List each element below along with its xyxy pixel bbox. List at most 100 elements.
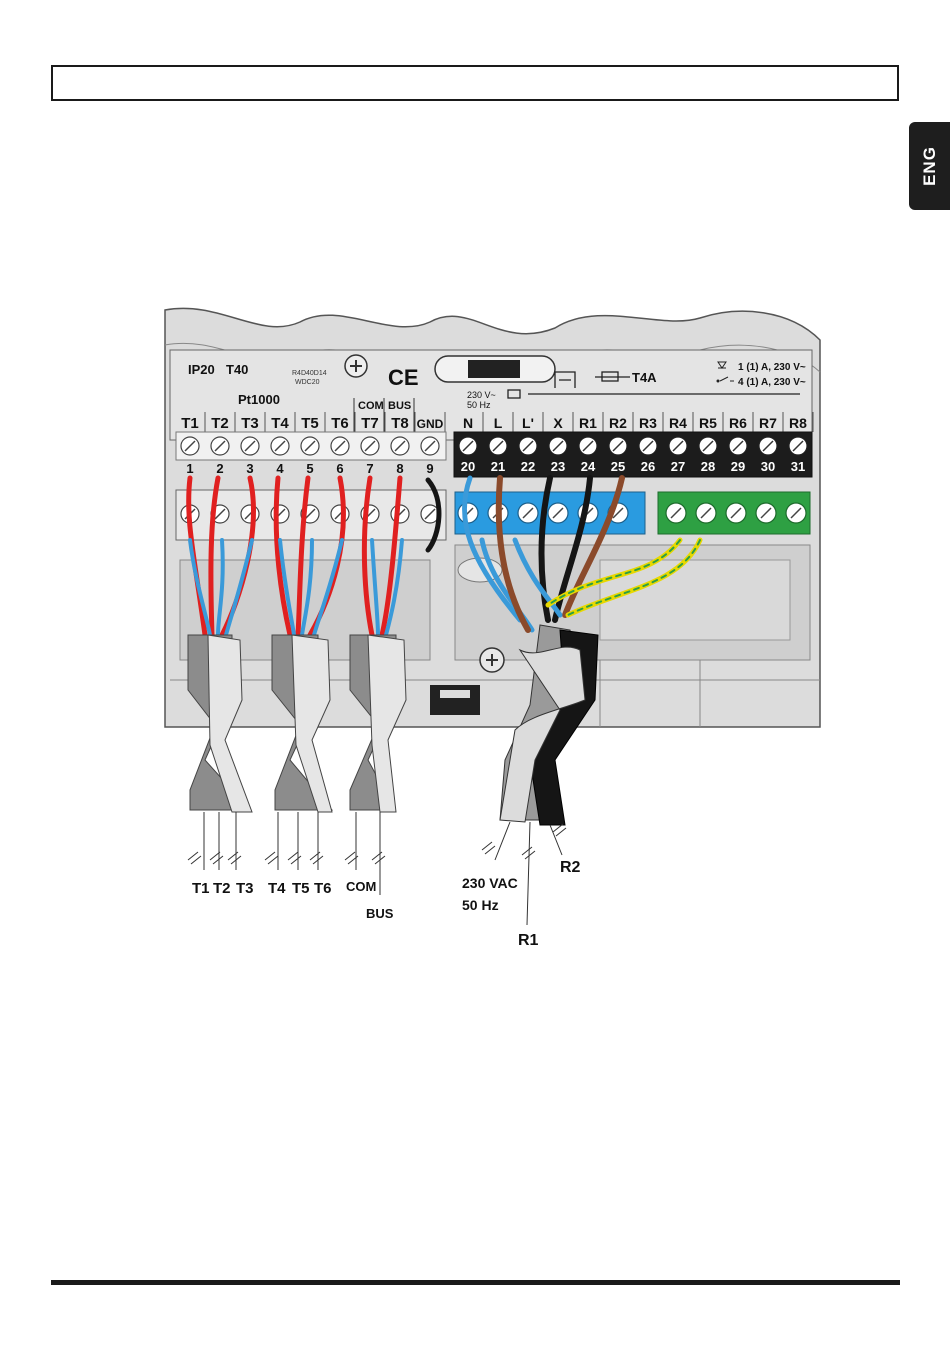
right-terminal-number: 24 xyxy=(581,459,596,474)
terminal-screw-icon[interactable] xyxy=(759,437,777,455)
com-group-label: COM xyxy=(358,400,384,412)
footer-rule xyxy=(51,1280,900,1285)
right-terminal-number: 30 xyxy=(761,459,775,474)
terminal-screw-icon[interactable] xyxy=(361,437,379,455)
supply-small-1: 230 V~ xyxy=(467,390,496,400)
terminal-screw-icon[interactable] xyxy=(211,437,229,455)
left-terminal-number: 2 xyxy=(216,461,223,476)
right-terminal-number: 22 xyxy=(521,459,535,474)
terminal-screw-icon[interactable] xyxy=(756,503,776,523)
terminal-screw-icon[interactable] xyxy=(726,503,746,523)
model-code-1: R4D40D14 xyxy=(292,370,327,377)
terminal-screw-icon[interactable] xyxy=(518,503,538,523)
cable-entry-slot xyxy=(430,685,480,715)
terminal-screw-icon[interactable] xyxy=(549,437,567,455)
terminal-screw-icon[interactable] xyxy=(181,437,199,455)
left-terminal-name: T3 xyxy=(241,415,259,432)
right-terminal-number: 25 xyxy=(611,459,625,474)
cable-label-r1: R1 xyxy=(518,932,539,949)
left-terminal-number: 8 xyxy=(396,461,403,476)
terminal-screw-icon[interactable] xyxy=(331,437,349,455)
right-terminal-number: 20 xyxy=(461,459,475,474)
right-terminal-number: 29 xyxy=(731,459,745,474)
right-terminal-number: 21 xyxy=(491,459,505,474)
rating-2: 4 (1) A, 230 V~ xyxy=(738,377,806,388)
left-terminal-names: T1T2T3T4T5T6T7T8GND xyxy=(181,412,445,432)
left-terminal-number: 1 xyxy=(186,461,193,476)
left-terminal-name: T1 xyxy=(181,415,199,432)
left-terminal-name: T6 xyxy=(331,415,349,432)
cable-label-com: COM xyxy=(346,879,376,894)
fuse-rating: T4A xyxy=(632,370,657,385)
left-terminal-name: T5 xyxy=(301,415,319,432)
terminal-screw-icon[interactable] xyxy=(669,437,687,455)
cable-label-t4: T4 xyxy=(268,880,286,897)
ce-mark: CE xyxy=(388,365,419,390)
terminal-screw-icon[interactable] xyxy=(639,437,657,455)
lower-left-terminal-screws xyxy=(181,505,439,523)
terminal-screw-icon[interactable] xyxy=(729,437,747,455)
terminal-screw-icon[interactable] xyxy=(241,437,259,455)
cable-label-bus: BUS xyxy=(366,906,394,921)
sensor-cables xyxy=(188,635,406,812)
right-terminal-name: R5 xyxy=(699,415,717,431)
right-terminal-name: R8 xyxy=(789,415,807,431)
cable-label-supply-voltage: 230 VAC xyxy=(462,875,518,891)
right-terminal-name: R4 xyxy=(669,415,687,431)
terminal-screw-icon[interactable] xyxy=(548,503,568,523)
left-terminal-name: T7 xyxy=(361,415,379,432)
fuse-icon xyxy=(468,360,520,378)
right-terminal-number: 28 xyxy=(701,459,715,474)
right-terminal-number: 27 xyxy=(671,459,685,474)
cable-label-r2: R2 xyxy=(560,859,581,876)
screw-icon xyxy=(345,355,367,377)
left-terminal-number: 7 xyxy=(366,461,373,476)
right-terminal-name: R2 xyxy=(609,415,627,431)
cable-label-t5: T5 xyxy=(292,880,310,897)
terminal-screw-icon[interactable] xyxy=(489,437,507,455)
cable-clamp-screw-icon xyxy=(480,648,504,672)
left-terminal-screws xyxy=(181,437,439,455)
left-terminal-numbers: 123456789 xyxy=(186,461,433,476)
cable-label-t1: T1 xyxy=(192,880,210,897)
terminal-screw-icon[interactable] xyxy=(666,503,686,523)
ip-rating: IP20 xyxy=(188,362,215,377)
cable-label-t6: T6 xyxy=(314,880,332,897)
terminal-screw-icon[interactable] xyxy=(696,503,716,523)
terminal-screw-icon[interactable] xyxy=(459,437,477,455)
terminal-screw-icon[interactable] xyxy=(786,503,806,523)
terminal-screw-icon[interactable] xyxy=(271,437,289,455)
left-terminal-number: 9 xyxy=(426,461,433,476)
terminal-screw-icon[interactable] xyxy=(391,437,409,455)
right-terminal-name: R1 xyxy=(579,415,597,431)
terminal-screw-icon[interactable] xyxy=(699,437,717,455)
left-terminal-name: GND xyxy=(417,417,444,431)
terminal-screw-icon[interactable] xyxy=(579,437,597,455)
cable-label-t3: T3 xyxy=(236,880,254,897)
terminal-screw-icon[interactable] xyxy=(241,505,259,523)
right-terminal-name: R7 xyxy=(759,415,777,431)
rating-1: 1 (1) A, 230 V~ xyxy=(738,362,806,373)
left-terminal-name: T4 xyxy=(271,415,289,432)
right-terminal-name: X xyxy=(553,415,563,431)
sensor-type: Pt1000 xyxy=(238,392,280,407)
right-terminal-name: R3 xyxy=(639,415,657,431)
terminal-screw-icon[interactable] xyxy=(609,437,627,455)
right-terminal-number: 23 xyxy=(551,459,565,474)
terminal-screw-icon[interactable] xyxy=(331,505,349,523)
model-code-2: WDC20 xyxy=(295,379,320,386)
left-terminal-name: T8 xyxy=(391,415,409,432)
right-terminal-name: R6 xyxy=(729,415,747,431)
terminal-screw-icon[interactable] xyxy=(301,437,319,455)
right-terminal-name: L xyxy=(494,415,503,431)
bus-group-label: BUS xyxy=(388,400,411,412)
temp-rating: T40 xyxy=(226,362,248,377)
terminal-screw-icon[interactable] xyxy=(458,503,478,523)
terminal-screw-icon[interactable] xyxy=(519,437,537,455)
supply-small-2: 50 Hz xyxy=(467,400,491,410)
terminal-screw-icon[interactable] xyxy=(789,437,807,455)
right-terminal-name: N xyxy=(463,415,473,431)
cable-label-supply-frequency: 50 Hz xyxy=(462,897,499,913)
terminal-screw-icon[interactable] xyxy=(421,437,439,455)
